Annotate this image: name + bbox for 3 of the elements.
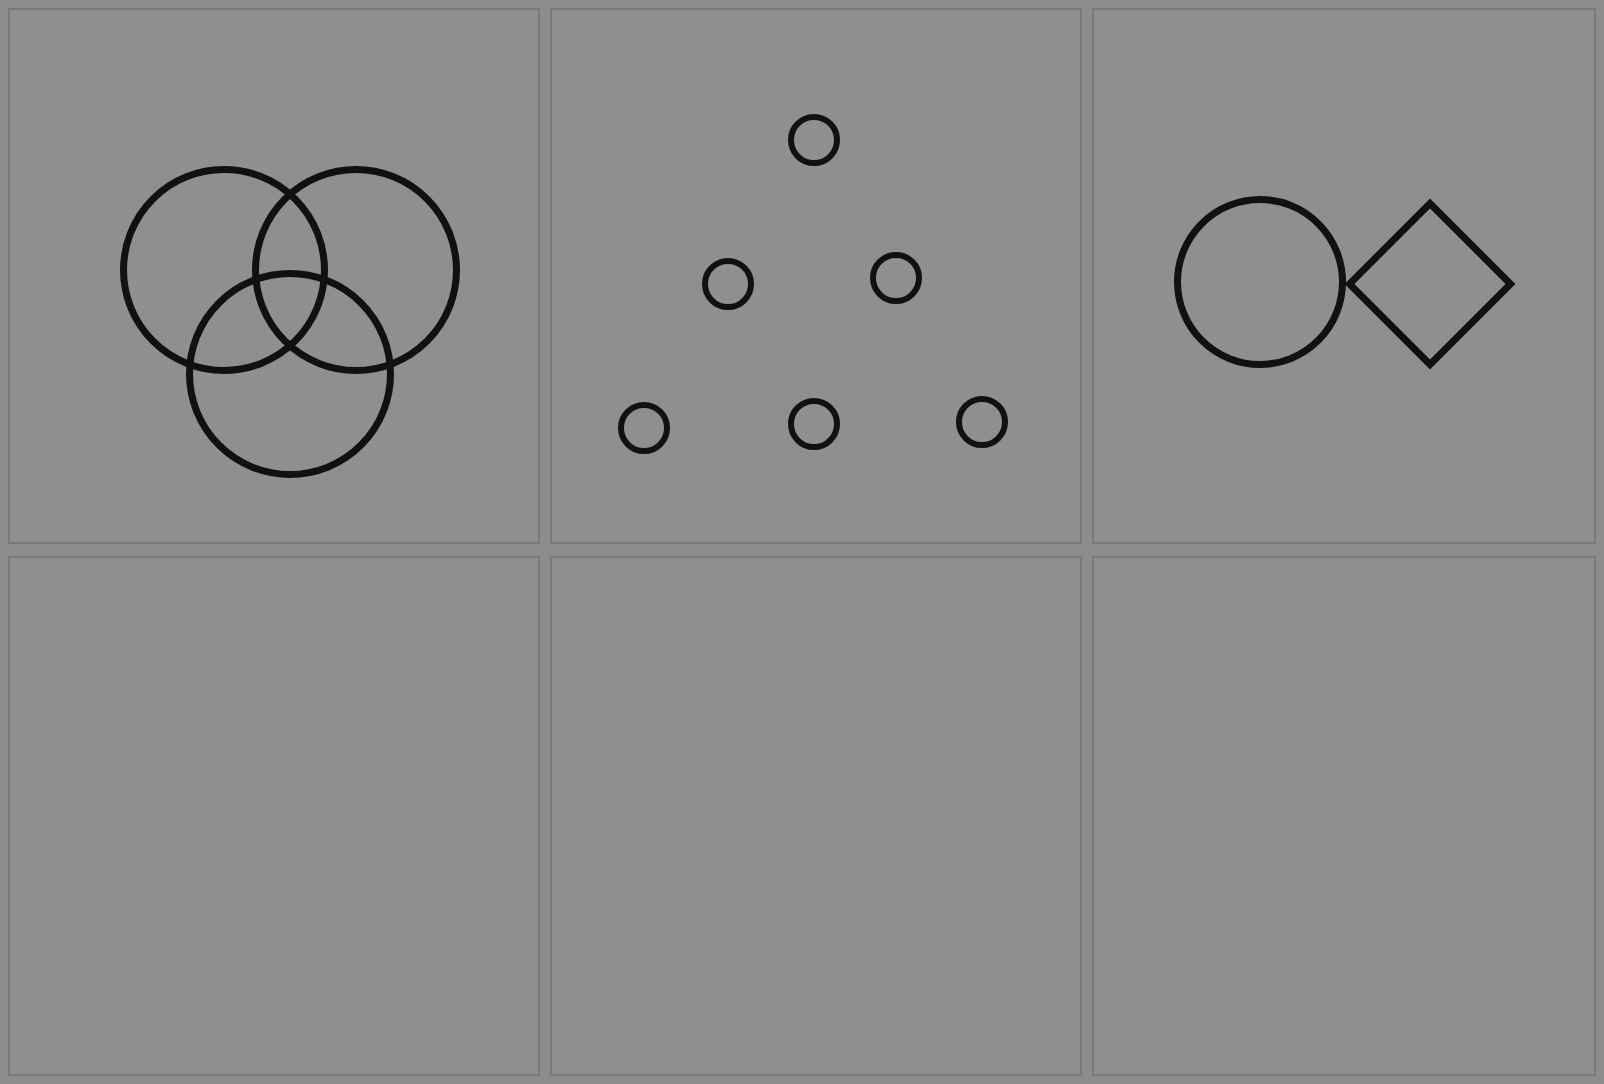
panel [8,8,540,544]
panel [550,8,1082,544]
panel [1092,8,1596,544]
